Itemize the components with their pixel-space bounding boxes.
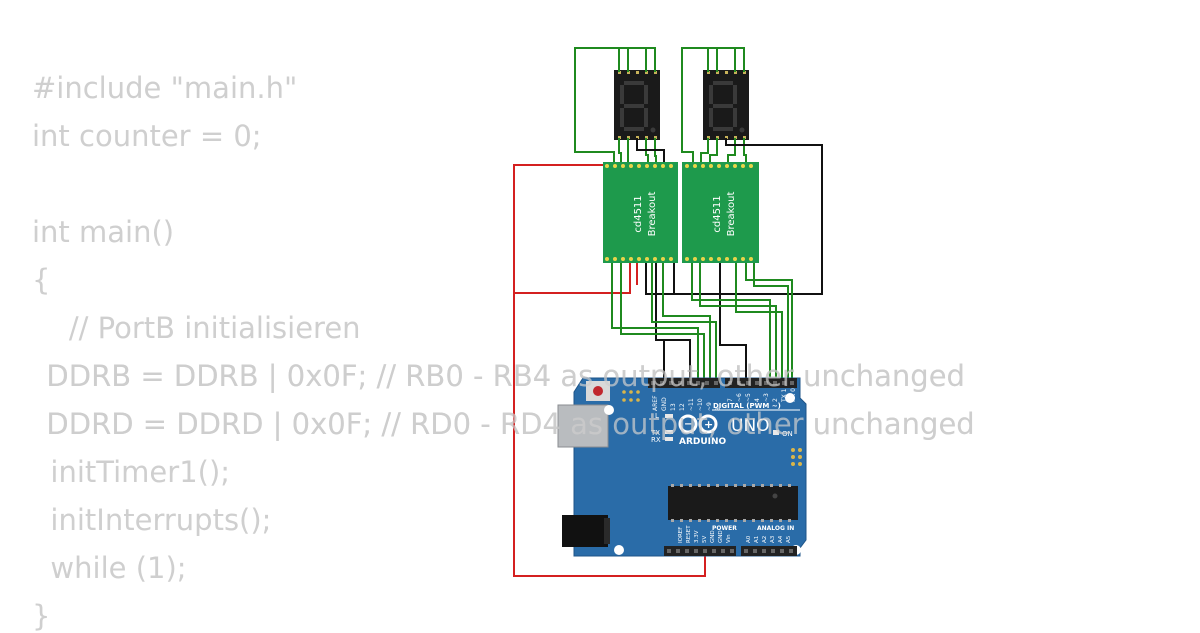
digital-header-right	[725, 378, 797, 388]
led-on-icon	[773, 430, 779, 435]
code-line-7: DDRB = DDRB | 0x0F; // RB0 - RB4 as outp…	[28, 359, 965, 393]
breakout-right-label-1: cd4511	[712, 195, 723, 232]
pin-label-d4: 4	[754, 398, 761, 402]
power-jack-icon	[562, 515, 608, 547]
code-line-4: int main()	[32, 215, 175, 249]
pin-label-ioref: IOREF	[678, 527, 684, 543]
green-wires-display-left	[574, 47, 657, 163]
pin-label-3v3: 3.3V	[694, 530, 700, 543]
pin-label-vin: Vin	[726, 534, 732, 543]
pin-label-d2: 2	[772, 398, 779, 402]
pin-label-d10: ~10	[697, 398, 704, 411]
pin-label-d5: ~5	[745, 393, 752, 402]
analog-label: ANALOG IN	[757, 525, 794, 532]
pin-label-a1: A1	[754, 536, 760, 543]
code-line-5: {	[32, 263, 51, 297]
pin-label-d3: ~3	[763, 393, 770, 402]
breakout-right-label-2: Breakout	[726, 191, 737, 236]
pin-label-5v: 5V	[702, 536, 708, 543]
green-wires-to-arduino	[611, 262, 793, 378]
board-model: UNO	[731, 416, 770, 436]
pin-label-d0: RX 0	[790, 388, 797, 402]
led-tx-label: TX	[650, 429, 660, 437]
black-wires	[636, 138, 823, 378]
code-line-9: initTimer1();	[32, 455, 231, 489]
analog-header	[741, 546, 797, 556]
pin-label-d8: 8	[715, 407, 722, 411]
atmega-chip-icon	[668, 484, 798, 522]
code-line-11: while (1);	[32, 551, 187, 585]
breakout-left-label-1: cd4511	[633, 195, 644, 232]
led-rx-label: RX	[651, 436, 661, 444]
svg-text:−: −	[684, 419, 692, 430]
arduino-infinity-logo	[678, 414, 718, 434]
pin-label-d11: ~11	[688, 398, 695, 411]
pin-label-d12: 12	[679, 403, 686, 411]
pin-label-reset: RESET	[686, 525, 692, 543]
pin-label-gnd: GND	[661, 397, 668, 411]
seven-segment-display-left[interactable]	[614, 70, 660, 140]
pin-label-d13: 13	[670, 403, 677, 411]
pin-label-aref: AREF	[652, 395, 659, 411]
board-brand: ARDUINO	[679, 437, 727, 447]
power-header	[664, 546, 736, 556]
led-l-icon	[665, 414, 673, 418]
pin-label-d7: 7	[727, 398, 734, 402]
code-line-2: int counter = 0;	[32, 119, 262, 153]
pin-label-gnd-2: GND	[718, 530, 724, 543]
green-wires-display-right	[681, 47, 747, 163]
led-on-label: ON	[782, 430, 793, 438]
led-l-label: L	[655, 412, 659, 420]
led-rx-icon	[665, 437, 673, 441]
code-line-10: initInterrupts();	[32, 503, 272, 537]
pin-label-a3: A3	[770, 535, 776, 543]
code-line-1: #include "main.h"	[32, 71, 298, 105]
digital-header-left	[648, 378, 720, 388]
pin-label-gnd-1: GND	[710, 530, 716, 543]
pin-label-a2: A2	[762, 536, 768, 543]
cd4511-breakout-left[interactable]: cd4511 Breakout	[603, 162, 678, 263]
pin-label-a5: A5	[786, 535, 792, 543]
digital-pwm-label: DIGITAL (PWM ~)	[713, 402, 781, 410]
cd4511-breakout-right[interactable]: cd4511 Breakout	[682, 162, 759, 263]
power-label: POWER	[712, 525, 737, 532]
breakout-left-label-2: Breakout	[647, 191, 658, 236]
pin-label-d1: TX 1	[781, 388, 788, 403]
pin-label-a0: A0	[746, 535, 752, 543]
usb-port-icon	[557, 404, 609, 448]
pin-label-a4: A4	[778, 535, 784, 543]
seven-segment-display-right[interactable]	[703, 70, 749, 140]
arduino-uno-board[interactable]: AREF GND 13 12 ~11 ~10 ~9 8 7 ~6 ~5 4 ~3…	[557, 377, 807, 557]
led-tx-icon	[665, 430, 673, 434]
svg-text:+: +	[704, 418, 713, 431]
code-line-6: // PortB initialisieren	[32, 311, 361, 345]
pin-label-d9: ~9	[706, 402, 713, 411]
pin-label-d6: ~6	[736, 393, 743, 402]
code-line-12: }	[32, 599, 51, 633]
